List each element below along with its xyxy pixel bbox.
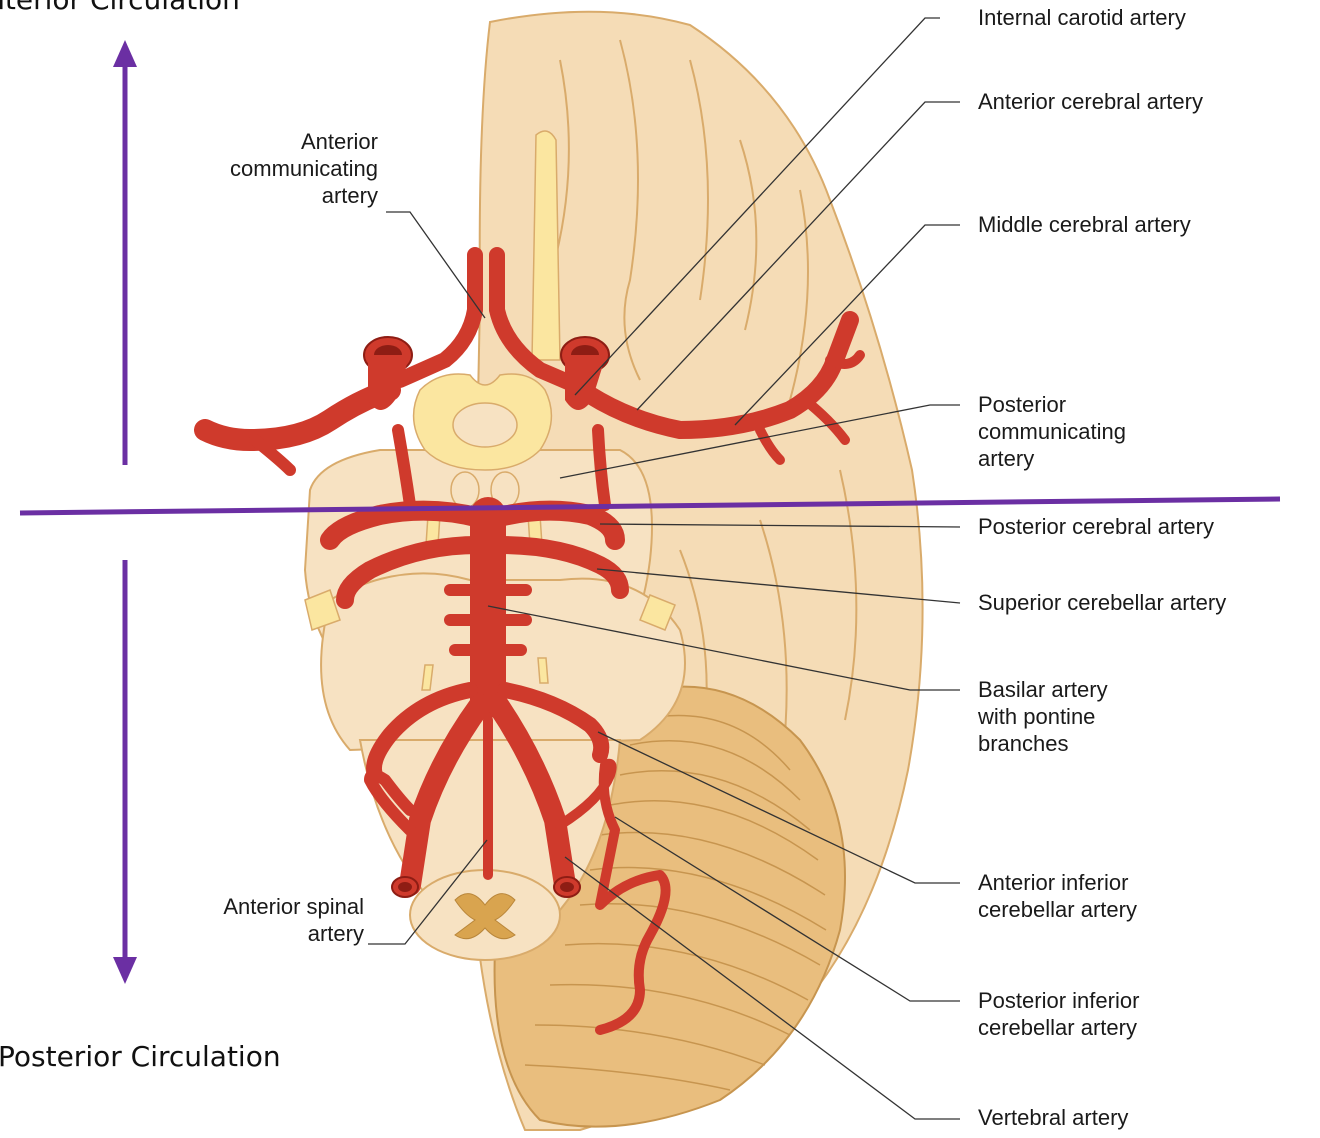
label-internal-carotid-artery: Internal carotid artery [978, 4, 1186, 31]
posterior-circulation-label: Posterior Circulation [0, 1040, 281, 1074]
label-anterior-communicating-artery: Anterior communicating artery [200, 128, 378, 209]
label-vertebral-artery: Vertebral artery [978, 1104, 1128, 1131]
label-anterior-inferior-cerebellar-artery: Anterior inferior cerebellar artery [978, 869, 1137, 923]
label-posterior-communicating-artery: Posterior communicating artery [978, 391, 1126, 472]
posterior-arrow [113, 560, 137, 984]
pituitary-stalk [453, 403, 517, 447]
label-basilar-artery: Basilar artery with pontine branches [978, 676, 1108, 757]
label-anterior-spinal-artery: Anterior spinal artery [150, 893, 364, 947]
anterior-arrow [113, 40, 137, 465]
olfactory-tract [532, 131, 560, 360]
label-posterior-cerebral-artery: Posterior cerebral artery [978, 513, 1214, 540]
label-middle-cerebral-artery: Middle cerebral artery [978, 211, 1191, 238]
anterior-circulation-label: Anterior Circulation [0, 0, 240, 17]
label-posterior-inferior-cerebellar-artery: Posterior inferior cerebellar artery [978, 987, 1139, 1041]
label-superior-cerebellar-artery: Superior cerebellar artery [978, 589, 1226, 616]
label-anterior-cerebral-artery: Anterior cerebral artery [978, 88, 1203, 115]
